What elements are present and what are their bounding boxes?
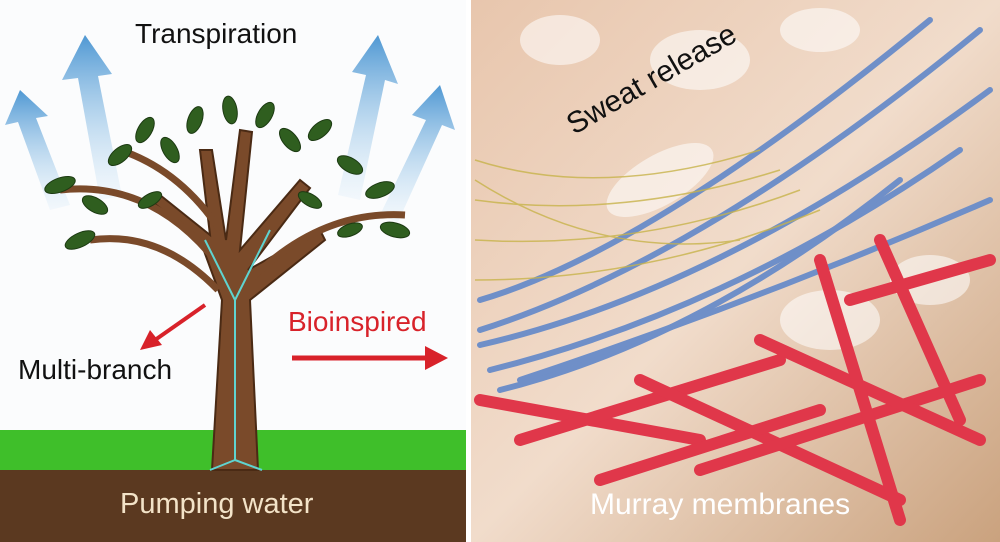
multi-branch-label: Multi-branch xyxy=(18,354,173,385)
blue-fiber-bundle xyxy=(477,17,993,393)
transpiration-label: Transpiration xyxy=(135,18,298,49)
multi-branch-arrow-icon xyxy=(140,303,207,350)
sweat-droplets xyxy=(520,8,970,350)
arrow-up-icon xyxy=(62,35,122,200)
panel-divider xyxy=(466,0,471,542)
yellow-fiber-mesh xyxy=(474,149,821,281)
bioinspired-arrow-icon xyxy=(292,346,448,370)
bioinspired-label: Bioinspired xyxy=(288,306,427,337)
pumping-water-label: Pumping water xyxy=(120,488,314,520)
arrow-up-icon xyxy=(380,85,455,222)
red-fiber-network xyxy=(474,234,996,526)
murray-membranes-label: Murray membranes xyxy=(590,488,851,521)
soil xyxy=(0,470,468,542)
tree-illustration xyxy=(44,95,411,471)
